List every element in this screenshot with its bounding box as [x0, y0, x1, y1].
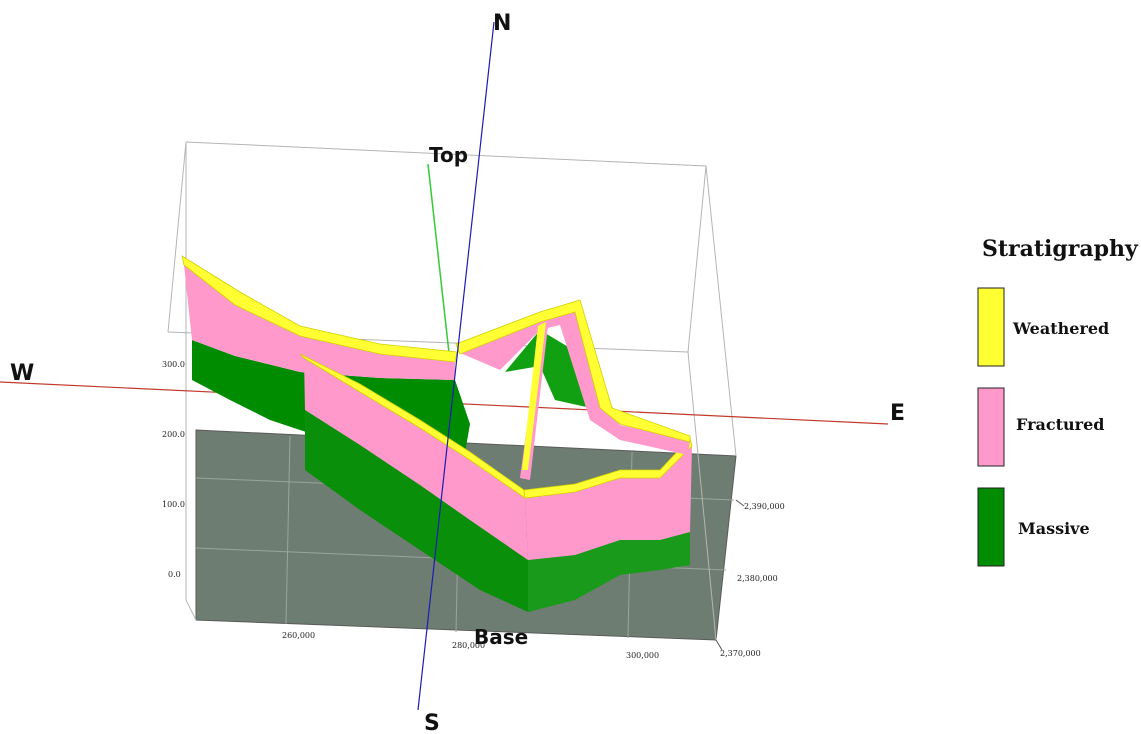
northing-tick: 2,380,000	[737, 574, 778, 583]
easting-tick: 280,000	[452, 641, 485, 650]
elevation-tick-labels: 300.0 200.0 100.0 0.0	[162, 360, 185, 579]
strata-center-wall	[299, 353, 528, 612]
legend-title: Stratigraphy	[982, 236, 1139, 262]
top-label: Top	[429, 143, 468, 167]
legend-label-fractured: Fractured	[1016, 415, 1104, 434]
legend: Stratigraphy Weathered Fractured Massive	[977, 236, 1139, 567]
north-label: N	[493, 11, 511, 36]
elevation-tick: 0.0	[168, 570, 181, 579]
weathered-fin-inner	[522, 322, 546, 470]
easting-tick: 300,000	[626, 651, 659, 660]
weathered-layer-west	[181, 255, 458, 363]
elevation-tick: 300.0	[162, 360, 185, 369]
strata-north-fin	[455, 299, 691, 480]
easting-tick: 260,000	[282, 631, 315, 640]
northing-tick: 2,390,000	[744, 502, 785, 511]
east-label: E	[890, 401, 905, 426]
fractured-layer-west	[184, 265, 455, 380]
fractured-layer-east	[525, 446, 692, 560]
legend-swatch-fractured	[977, 387, 1005, 467]
easting-tick-labels: 260,000 280,000 300,000	[282, 631, 659, 660]
elevation-tick: 100.0	[162, 500, 185, 509]
fractured-layer-center	[304, 358, 528, 560]
west-label: W	[10, 361, 34, 386]
fractured-layer-north	[458, 300, 690, 455]
massive-layer-center	[305, 410, 528, 612]
legend-swatch-weathered	[977, 287, 1005, 367]
weathered-layer-north	[455, 299, 691, 443]
northing-tick-labels: 2,390,000 2,380,000 2,370,000	[715, 499, 785, 658]
south-label: S	[424, 711, 440, 734]
legend-swatch-massive	[977, 487, 1005, 567]
elevation-tick: 200.0	[162, 430, 185, 439]
massive-layer-east	[528, 532, 690, 612]
weathered-layer-east	[523, 437, 693, 499]
north-south-axis	[417, 21, 495, 711]
northing-tick: 2,370,000	[720, 649, 761, 658]
legend-label-weathered: Weathered	[1012, 319, 1109, 338]
legend-label-massive: Massive	[1018, 519, 1090, 538]
base-label: Base	[474, 625, 528, 649]
strata-east-wall	[523, 437, 693, 612]
